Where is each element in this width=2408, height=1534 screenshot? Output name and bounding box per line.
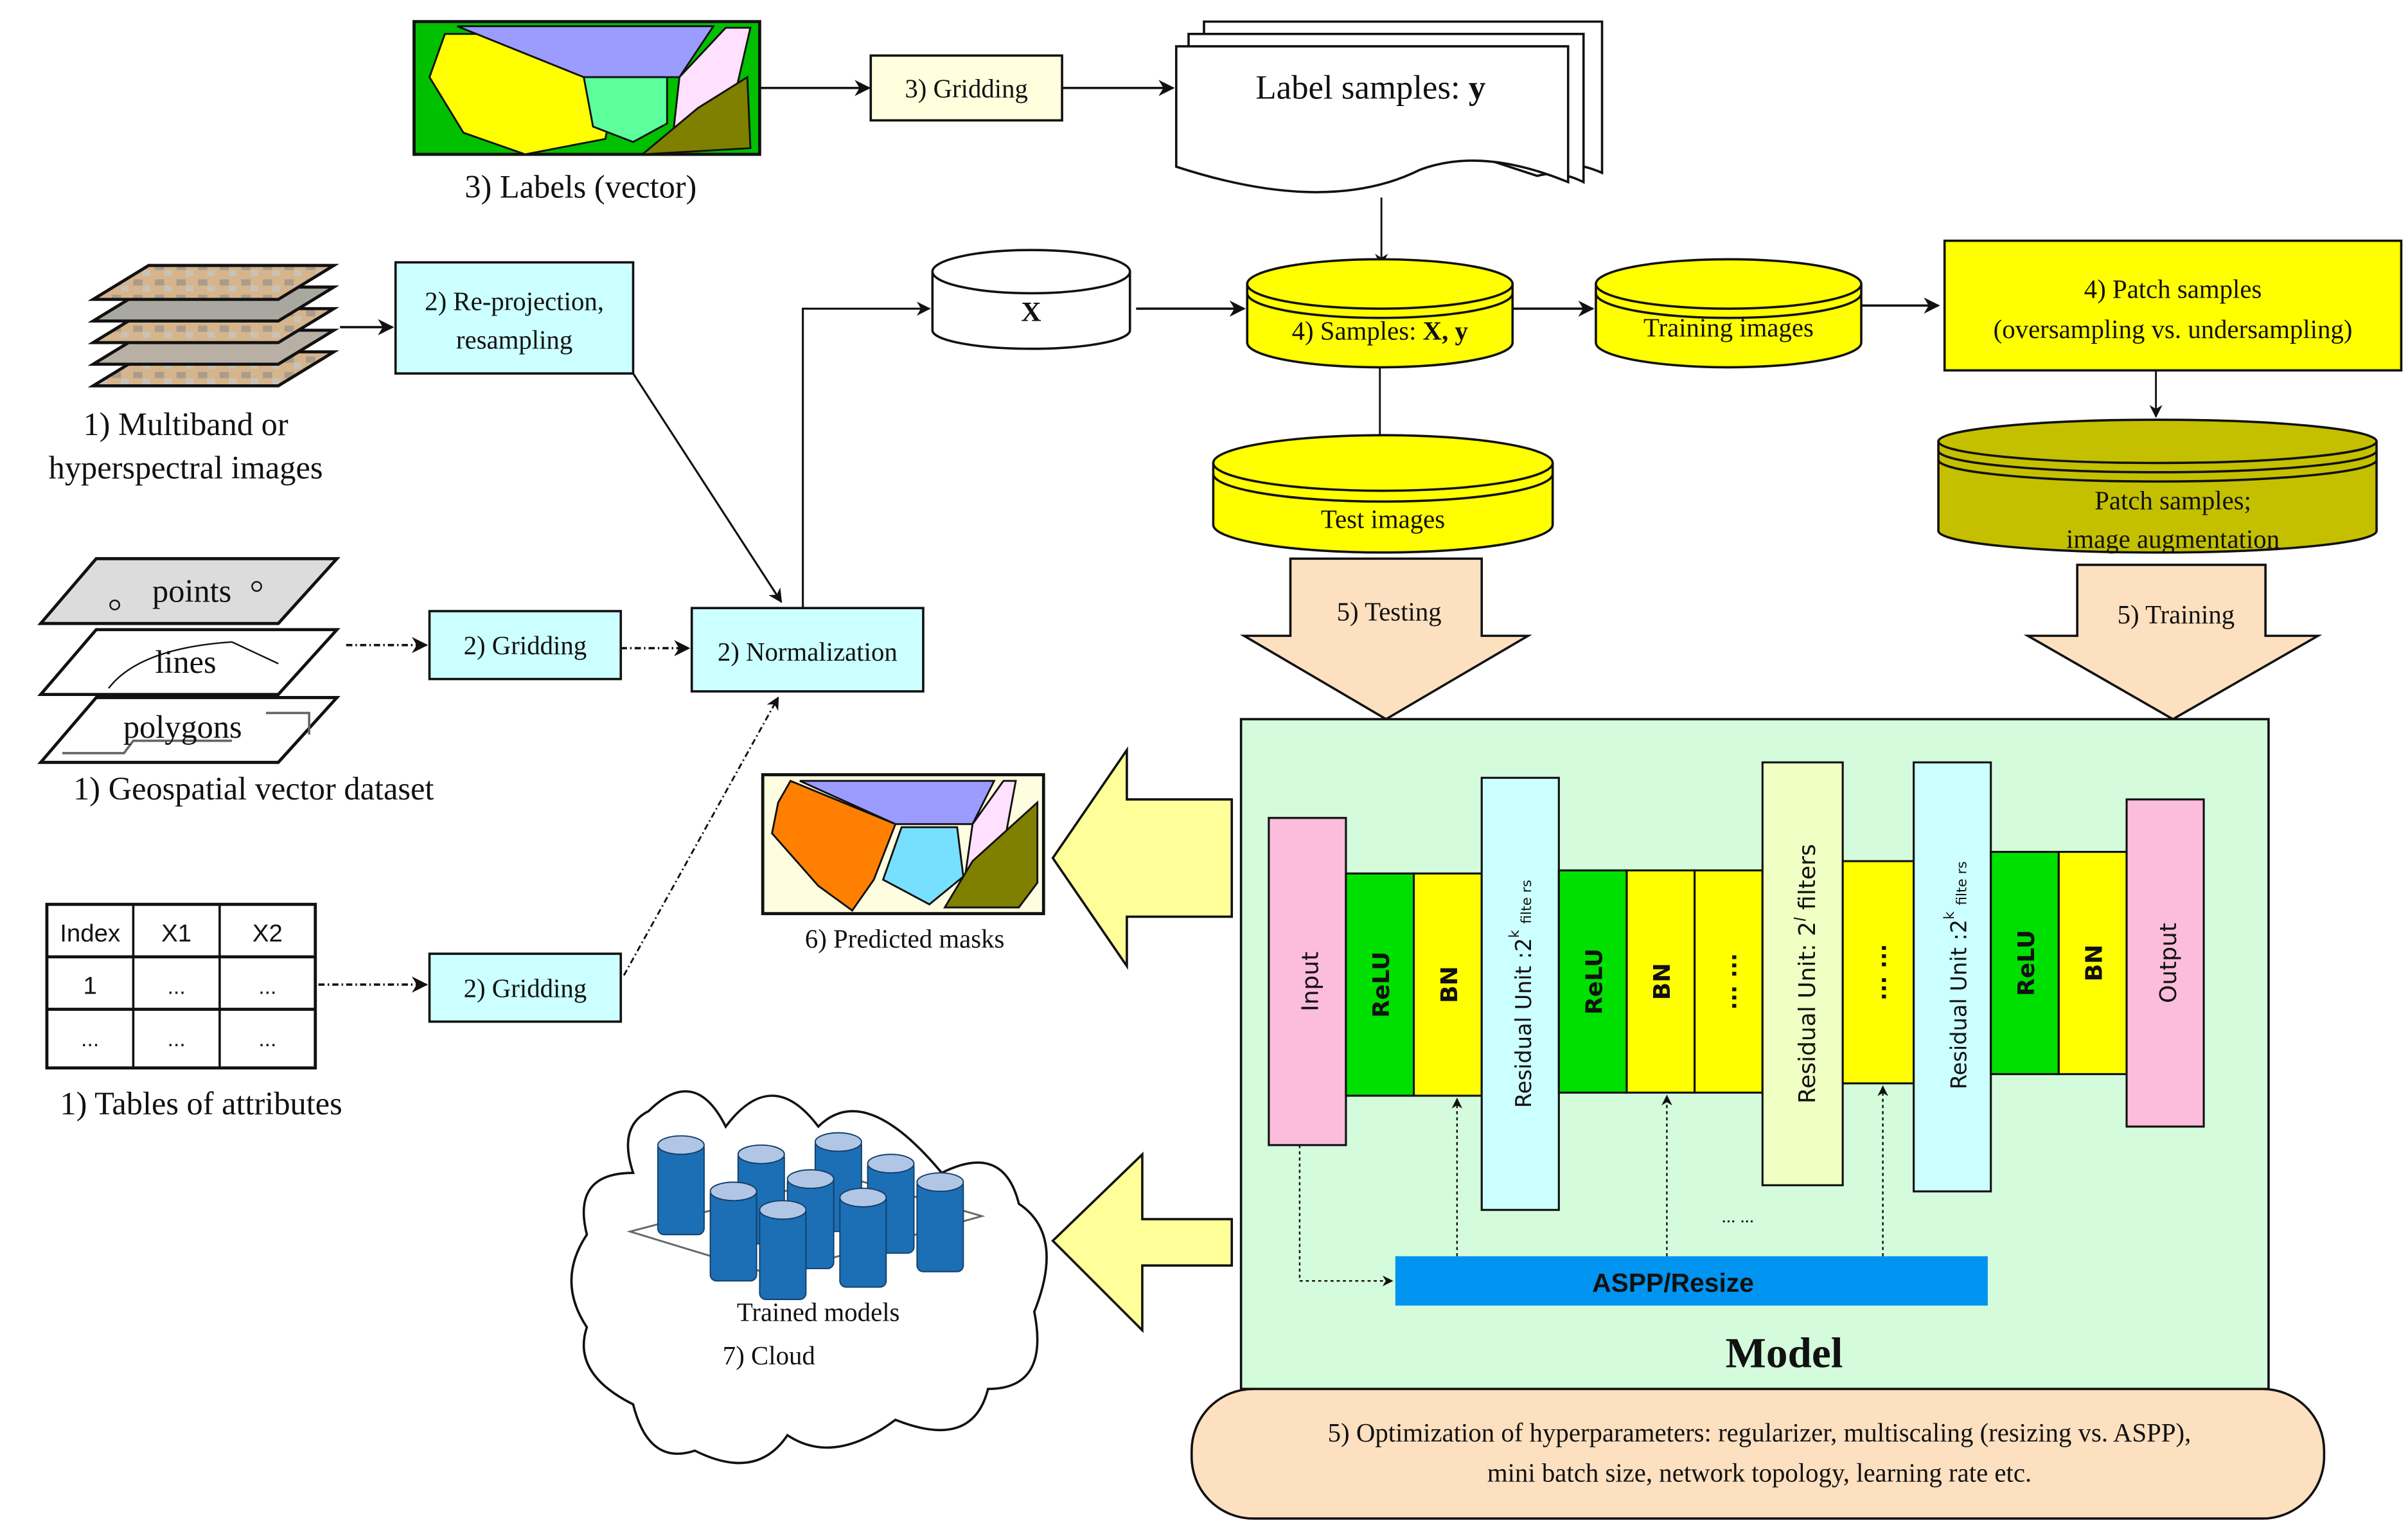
- layer-output: [2125, 798, 2205, 1128]
- reprojection-line1: 2) Re-projection,: [425, 287, 604, 316]
- layer-input: [1268, 817, 1347, 1146]
- multiband-image-stack: [87, 263, 340, 388]
- model-mid-dots: ... ...: [1722, 1206, 1754, 1227]
- labels-vector-caption: 3) Labels (vector): [465, 168, 696, 204]
- layer-residual-k-1-label: Residual Unit :2kfilte rs: [1507, 880, 1536, 1108]
- layer-ellipsis-1-label: ... ...: [1716, 953, 1741, 1010]
- table-header-x1: X1: [161, 920, 191, 947]
- patch-samples-line1: 4) Patch samples: [2084, 274, 2262, 303]
- cloud-caption: 7) Cloud: [723, 1341, 815, 1370]
- normalization-box: [690, 607, 925, 693]
- model-title: Model: [1725, 1329, 1843, 1377]
- layer-ellipsis-1: [1694, 869, 1764, 1094]
- model-to-cloud-arrow: [1051, 1152, 1234, 1333]
- database-cluster-icon: [626, 1132, 986, 1300]
- aspp-resize-block: [1395, 1256, 1988, 1306]
- layer-ellipsis-2: [1841, 860, 1915, 1085]
- attributes-table: [45, 902, 317, 1070]
- table-header-x2: X2: [252, 920, 283, 947]
- multiband-caption-line2: hyperspectral images: [49, 449, 323, 485]
- patch-samples-db: [1937, 418, 2378, 554]
- x-data-store: [931, 249, 1131, 350]
- label-samples-text: Label samples: y: [1255, 69, 1485, 107]
- layer-bn-3-label: BN: [2082, 945, 2108, 982]
- layer-bn-2-label: BN: [1649, 963, 1676, 1000]
- layer-bn-1: [1413, 872, 1483, 1097]
- training-arrow-label: 5) Training: [2118, 600, 2235, 629]
- patch-db-line2: image augmentation: [2066, 525, 2280, 554]
- layer-residual-l-label: Residual Unit: 2l filters: [1792, 844, 1821, 1103]
- layer-relu-3: [1990, 851, 2060, 1075]
- layer-relu-1-label: ReLU: [1368, 952, 1395, 1018]
- vector-dataset-caption: 1) Geospatial vector dataset: [73, 771, 434, 807]
- samples-db: [1246, 258, 1514, 369]
- hyperparameters-line1: 5) Optimization of hyperparameters: regu…: [1328, 1418, 2191, 1447]
- table-cell: ...: [168, 1028, 186, 1051]
- cloud-shape: [570, 1090, 1048, 1465]
- label-samples-docs: [1174, 20, 1604, 193]
- gridding-labels-box: [869, 54, 1063, 122]
- layer-relu-2-label: ReLU: [1582, 949, 1608, 1015]
- reprojection-line2: resampling: [456, 326, 572, 355]
- predicted-masks-caption: 6) Predicted masks: [805, 924, 1005, 953]
- vector-layer-polygons: polygons: [123, 709, 242, 745]
- training-images-label: Training images: [1643, 314, 1814, 343]
- attributes-caption: 1) Tables of attributes: [60, 1085, 342, 1121]
- table-header-index: Index: [60, 920, 120, 947]
- hyperparameters-line2: mini batch size, network topology, learn…: [1487, 1458, 2032, 1487]
- testing-arrow-label: 5) Testing: [1337, 597, 1442, 626]
- layer-output-label: Output: [2156, 923, 2182, 1003]
- layer-ellipsis-2-label: ... ...: [1866, 944, 1891, 1001]
- gridding-table-box: [428, 952, 623, 1023]
- predicted-masks-map: [761, 773, 1045, 916]
- testing-arrow: [1239, 557, 1532, 721]
- table-cell: ...: [258, 976, 276, 999]
- patch-samples-box: [1943, 239, 2403, 372]
- vector-layer-points: points: [152, 573, 231, 609]
- patch-db-line1: Patch samples;: [2094, 486, 2251, 515]
- samples-label: 4) Samples: X, y: [1292, 316, 1468, 345]
- layer-relu-2: [1557, 869, 1628, 1094]
- aspp-resize-label: ASPP/Resize: [1592, 1268, 1754, 1298]
- x-data-store-label: X: [1021, 296, 1041, 327]
- hyperparameters-box: [1190, 1387, 2326, 1520]
- layer-input-label: Input: [1298, 952, 1324, 1012]
- gridding-labels-text: 3) Gridding: [905, 74, 1028, 103]
- layer-relu-1: [1345, 872, 1415, 1097]
- labels-vector-map: [412, 20, 761, 156]
- training-images-db: [1595, 258, 1863, 369]
- patch-samples-line2: (oversampling vs. undersampling): [1994, 315, 2353, 344]
- layer-bn-3: [2057, 851, 2128, 1075]
- multiband-caption-line1: 1) Multiband or: [83, 406, 288, 442]
- reprojection-box: [394, 261, 635, 375]
- layer-relu-3-label: ReLU: [2014, 930, 2040, 996]
- table-cell: ...: [81, 1028, 99, 1051]
- test-images-label: Test images: [1321, 504, 1445, 533]
- test-images-db: [1212, 434, 1554, 554]
- normalization-text: 2) Normalization: [718, 638, 898, 666]
- model-to-masks-arrow: [1051, 746, 1234, 970]
- gridding-table-text: 2) Gridding: [464, 974, 587, 1003]
- gridding-vector-box: [428, 610, 623, 681]
- training-arrow: [2023, 564, 2323, 721]
- table-cell: ...: [258, 1028, 276, 1051]
- layer-bn-2: [1625, 869, 1696, 1094]
- table-cell: ...: [168, 976, 186, 999]
- layer-bn-1-label: BN: [1437, 966, 1463, 1003]
- cloud-trained-models: Trained models: [737, 1298, 900, 1327]
- layer-residual-k-2: [1913, 761, 1992, 1193]
- layer-residual-k-2-label: Residual Unit :2kfilte rs: [1942, 861, 1971, 1089]
- vector-layer-lines: lines: [155, 644, 216, 680]
- vector-layer-stack: [37, 557, 341, 764]
- gridding-vector-text: 2) Gridding: [464, 631, 587, 660]
- table-cell: 1: [83, 972, 96, 1000]
- layer-residual-k-1: [1480, 776, 1560, 1211]
